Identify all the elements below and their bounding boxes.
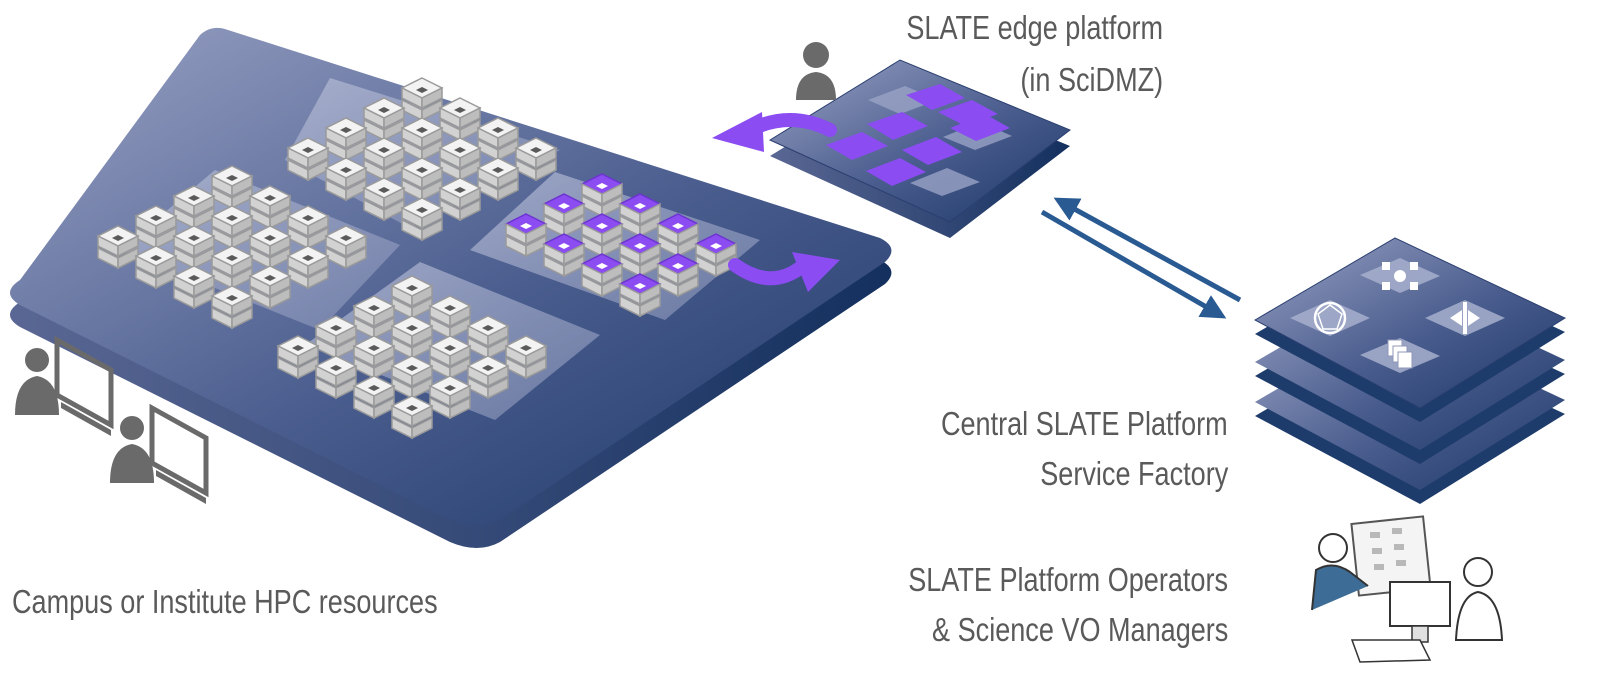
operators-title: SLATE Platform Operators (908, 561, 1228, 598)
purple-flow-arrow-right (728, 252, 840, 292)
merge-arrows-icon (1450, 302, 1480, 334)
bidirectional-arrows (1040, 197, 1242, 319)
operators-subtitle: & Science VO Managers (931, 611, 1228, 648)
operators-illustration (1311, 515, 1504, 663)
stacked-copies-icon (1387, 339, 1413, 369)
person-icon (796, 42, 836, 100)
slate-edge-platform (768, 59, 1071, 238)
network-hub-icon (1382, 262, 1418, 290)
workstation-person-icon (15, 335, 114, 436)
central-platform-subtitle: Service Factory (1040, 455, 1228, 492)
campus-hpc-label: Campus or Institute HPC resources (12, 583, 438, 620)
central-platform-title: Central SLATE Platform (941, 405, 1228, 442)
purple-flow-arrow-left (712, 112, 837, 152)
workstation-person-icon (110, 403, 209, 504)
edge-platform-subtitle: (in SciDMZ) (1020, 61, 1163, 98)
edge-platform-title: SLATE edge platform (906, 9, 1163, 46)
geodesic-sphere-icon (1313, 301, 1347, 335)
